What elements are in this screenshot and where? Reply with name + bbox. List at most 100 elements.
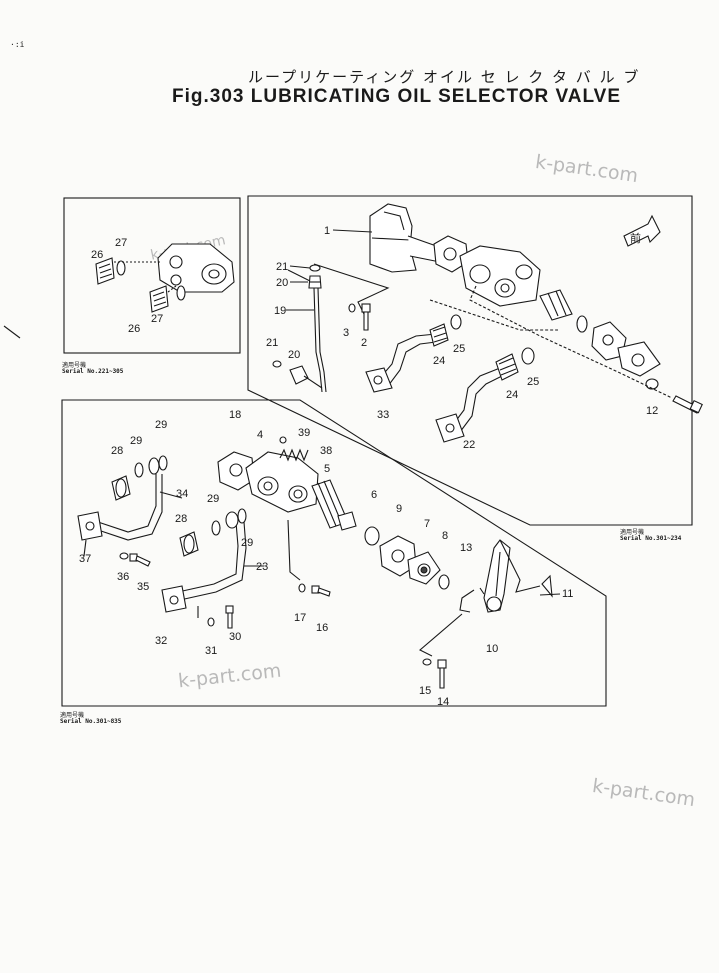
callout: 9 <box>396 503 402 515</box>
oring-27-upper <box>116 260 126 276</box>
oring-29-d <box>211 520 221 536</box>
callout: 36 <box>117 571 129 583</box>
callout: 14 <box>437 696 449 708</box>
callout: 13 <box>460 542 472 554</box>
callout: 26 <box>128 323 140 335</box>
callout: 26 <box>91 249 103 261</box>
oring-right <box>576 315 588 333</box>
callout: 32 <box>155 635 167 647</box>
washer-3 <box>348 303 356 313</box>
callout: 8 <box>442 530 448 542</box>
fitting-24-upper <box>429 323 449 347</box>
valve-body-small <box>157 243 235 293</box>
serial-number-top-left: Serial No.221~305 <box>62 368 124 375</box>
panel-frame-right <box>247 195 693 526</box>
oring-29-a <box>134 462 144 478</box>
callout: 10 <box>486 643 498 655</box>
valve-body-4 <box>245 451 319 513</box>
tube-joint <box>303 375 323 389</box>
panel-frame-top-left <box>63 197 241 354</box>
centerline <box>429 285 673 399</box>
margin-stroke <box>3 325 21 339</box>
callout: 27 <box>151 313 163 325</box>
callout: 28 <box>175 513 187 525</box>
oring-6 <box>364 526 380 546</box>
callout: 25 <box>527 376 539 388</box>
oring-29-b <box>148 457 160 475</box>
callout: 29 <box>155 419 167 431</box>
bolt-30 <box>225 605 234 629</box>
callout: 25 <box>453 343 465 355</box>
callout: 38 <box>320 445 332 457</box>
callout: 1 <box>324 225 330 237</box>
oring-27-lower <box>176 285 186 301</box>
corner-mark: ·:i <box>10 40 25 49</box>
callout: 6 <box>371 489 377 501</box>
callout: 5 <box>324 463 330 475</box>
spool-5 <box>311 479 357 531</box>
callout: 2 <box>361 337 367 349</box>
plug-26-lower <box>149 285 169 313</box>
bolt-2 <box>361 303 371 331</box>
callout: 12 <box>646 405 658 417</box>
bolt-12 <box>672 395 703 414</box>
callout: 33 <box>377 409 389 421</box>
callout: 16 <box>316 622 328 634</box>
callout: 21 <box>266 337 278 349</box>
pipe-22 <box>435 367 503 443</box>
oring-25-lower <box>521 347 535 365</box>
callout: 18 <box>229 409 241 421</box>
callout-labels: 1 2 3 4 5 6 7 8 9 10 11 12 13 14 15 16 1… <box>79 225 658 708</box>
oring-29-f <box>237 508 247 524</box>
callout: 20 <box>276 277 288 289</box>
bolt-14 <box>437 659 447 689</box>
page-title: Fig.303 LUBRICATING OIL SELECTOR VALVE <box>172 86 622 107</box>
callout: 23 <box>256 561 268 573</box>
spring-38 <box>279 448 309 462</box>
valve-body-right <box>459 245 541 307</box>
snap-ring-13 <box>459 587 485 613</box>
leader <box>287 519 463 657</box>
spool-right <box>539 289 573 321</box>
washer-31 <box>207 617 215 627</box>
washer-17 <box>298 583 306 593</box>
washer-21-lower <box>272 360 282 368</box>
callout: 31 <box>205 645 217 657</box>
callout: 3 <box>343 327 349 339</box>
title-japanese: ループリケーティング オイル セ レ ク タ バ ル ブ <box>248 68 641 86</box>
callout: 29 <box>207 493 219 505</box>
callout: 7 <box>424 518 430 530</box>
callout: 17 <box>294 612 306 624</box>
oring-29-e <box>225 511 239 529</box>
pipe-23 <box>161 521 247 613</box>
pin-11 <box>541 574 553 598</box>
callout: 19 <box>274 305 286 317</box>
oring-25-upper <box>450 314 462 330</box>
serial-number-bottom: Serial No.301~835 <box>60 718 122 725</box>
bolt-35 <box>129 553 151 567</box>
cover-bracket-1 <box>369 203 443 273</box>
oring-29-c <box>158 455 168 471</box>
callout: 29 <box>241 537 253 549</box>
washer-8 <box>438 574 450 590</box>
serial-label-jp: 適用号機 <box>62 362 87 369</box>
svg-text:前: 前 <box>630 231 641 245</box>
washer-21 <box>309 264 321 272</box>
leader <box>114 261 177 293</box>
washer-36 <box>119 552 129 560</box>
callout: 34 <box>176 488 188 500</box>
callout: 24 <box>433 355 445 367</box>
callout: 4 <box>257 429 263 441</box>
callout: 24 <box>506 389 518 401</box>
bolt-16 <box>311 585 331 597</box>
panel-frame-bottom <box>61 399 607 707</box>
plug-26-upper <box>95 257 115 285</box>
callout: 30 <box>229 631 241 643</box>
callout: 39 <box>298 427 310 439</box>
ball-39 <box>279 436 287 444</box>
callout: 27 <box>115 237 127 249</box>
oil-tube-19 <box>313 287 327 393</box>
pipe-33 <box>365 333 437 393</box>
fitting-28-upper <box>111 475 131 501</box>
